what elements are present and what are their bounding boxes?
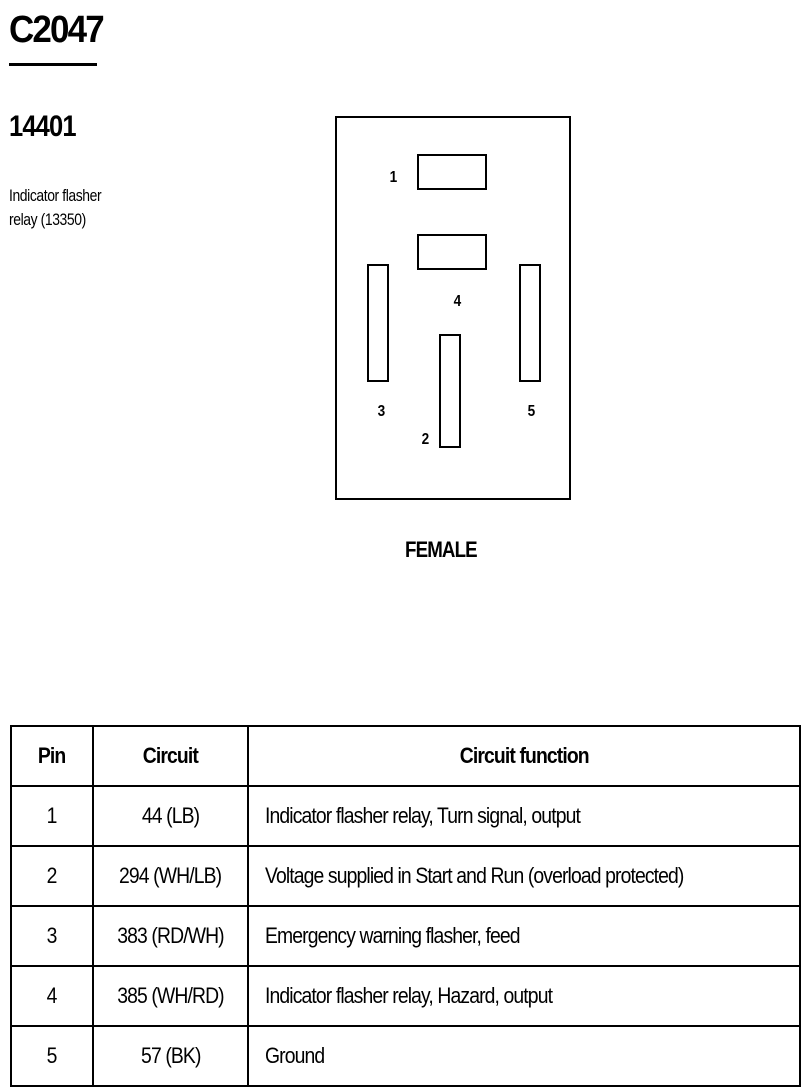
table-header-row: Pin Circuit Circuit function: [10, 725, 801, 787]
cell-circuit-function: Ground: [247, 1025, 801, 1087]
pin-slot-5: [519, 264, 541, 382]
cell-pin: 2: [10, 845, 94, 907]
connector-id: C2047: [9, 9, 105, 51]
pin-label-5: 5: [527, 403, 536, 420]
connector-face: 1 4 3 5 2: [335, 116, 571, 500]
table-row: 4 385 (WH/RD) Indicator flasher relay, H…: [10, 965, 801, 1027]
connector-id-underline: [9, 63, 97, 66]
table-row: 5 57 (BK) Ground: [10, 1025, 801, 1087]
pin-label-3: 3: [377, 403, 386, 420]
cell-circuit: 57 (BK): [92, 1025, 249, 1087]
pin-label-1: 1: [389, 169, 398, 186]
pin-label-2: 2: [421, 431, 430, 448]
cell-circuit: 385 (WH/RD): [92, 965, 249, 1027]
header-circuit: Circuit: [92, 725, 249, 787]
connector-description: Indicator flasher relay (13350): [9, 186, 102, 229]
cell-pin: 4: [10, 965, 94, 1027]
pin-slot-4: [417, 234, 487, 270]
table-row: 3 383 (RD/WH) Emergency warning flasher,…: [10, 905, 801, 967]
cell-circuit: 44 (LB): [92, 785, 249, 847]
cell-pin: 3: [10, 905, 94, 967]
cell-circuit-function: Indicator flasher relay, Hazard, output: [247, 965, 801, 1027]
cell-circuit-function: Indicator flasher relay, Turn signal, ou…: [247, 785, 801, 847]
part-number: 14401: [9, 110, 77, 143]
table-row: 2 294 (WH/LB) Voltage supplied in Start …: [10, 845, 801, 907]
header-circuit-function: Circuit function: [247, 725, 801, 787]
cell-circuit-function: Voltage supplied in Start and Run (overl…: [247, 845, 801, 907]
cell-circuit: 294 (WH/LB): [92, 845, 249, 907]
table-row: 1 44 (LB) Indicator flasher relay, Turn …: [10, 785, 801, 847]
pin-slot-3: [367, 264, 389, 382]
connector-gender: FEMALE: [405, 537, 478, 562]
cell-pin: 1: [10, 785, 94, 847]
cell-circuit-function: Emergency warning flasher, feed: [247, 905, 801, 967]
header-pin: Pin: [10, 725, 94, 787]
pin-slot-1: [417, 154, 487, 190]
cell-pin: 5: [10, 1025, 94, 1087]
pin-label-4: 4: [453, 293, 462, 310]
pin-slot-2: [439, 334, 461, 448]
cell-circuit: 383 (RD/WH): [92, 905, 249, 967]
pin-table: Pin Circuit Circuit function 1 44 (LB) I…: [10, 725, 801, 1087]
